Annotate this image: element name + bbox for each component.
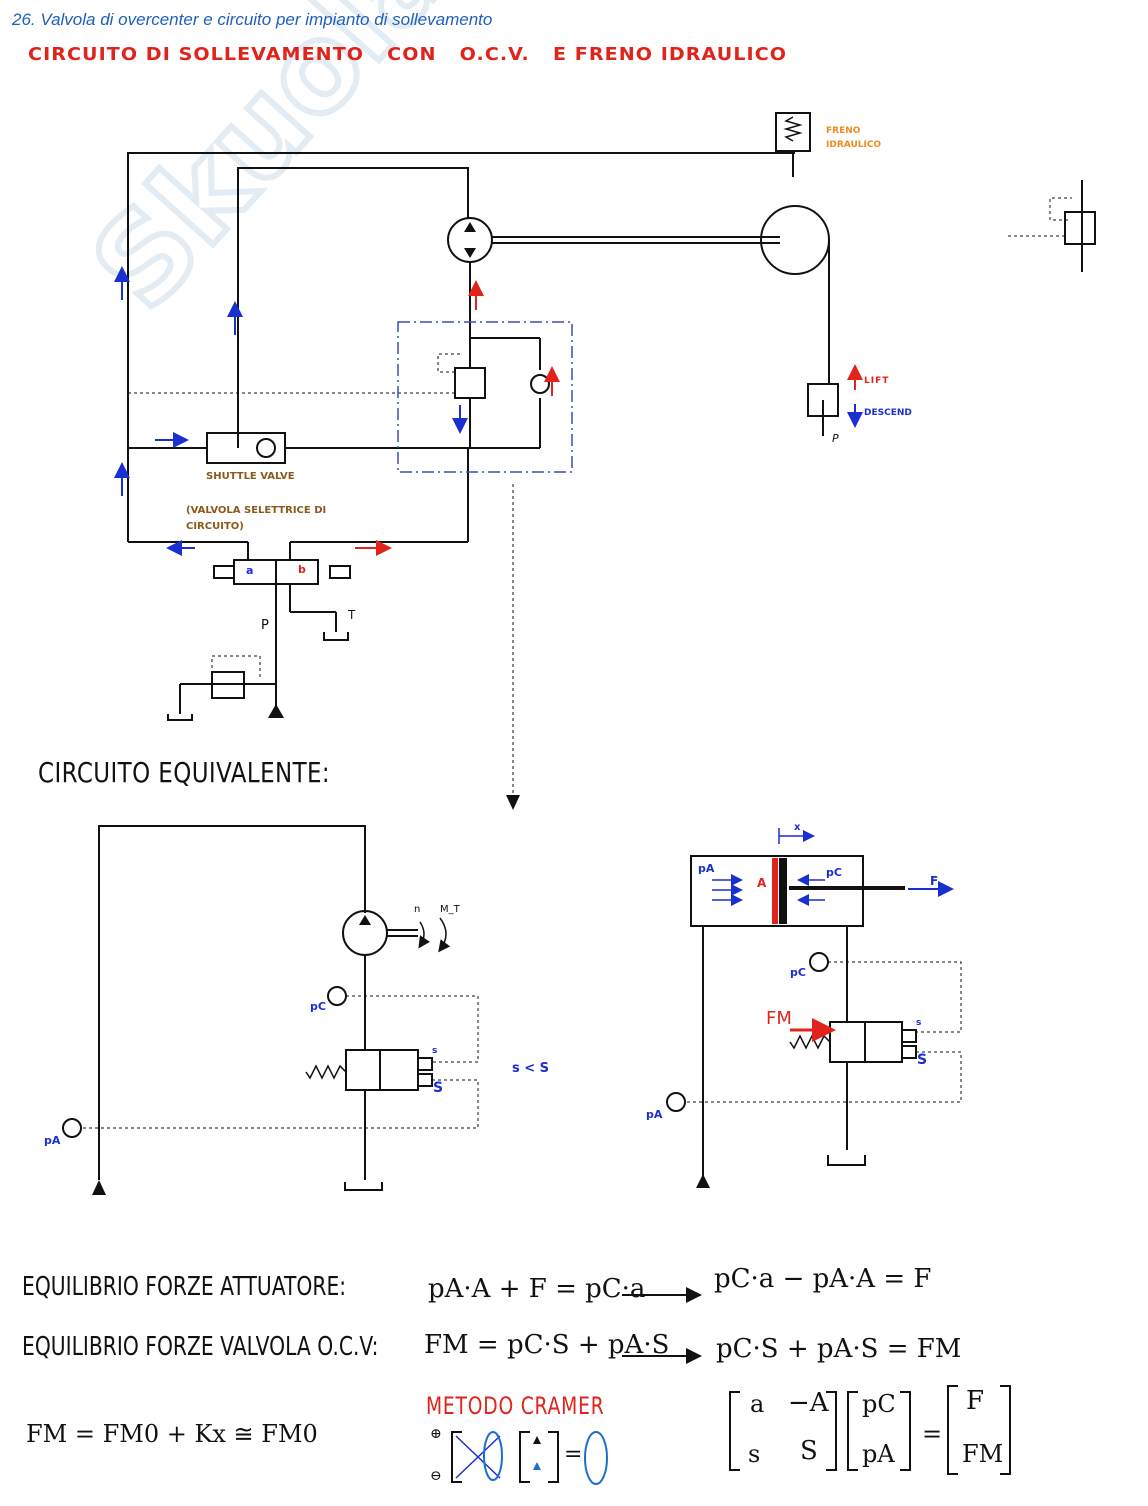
f-force-label: F <box>930 874 939 888</box>
eq1: pA·A + F = pC·a <box>428 1274 646 1304</box>
s-lt-S-label: s < S <box>512 1061 550 1076</box>
equals-sign: = <box>922 1420 943 1448</box>
matrix-a-21: s <box>748 1440 761 1468</box>
pa-gauge-label-right: pA <box>646 1108 663 1121</box>
shuttle-label: SHUTTLE VALVE <box>206 471 295 482</box>
selettrice-label: (VALVOLA SELETTRICE DI CIRCUITO) <box>186 505 327 532</box>
eq2-result: pC·S + pA·S = FM <box>716 1334 962 1364</box>
pc-gauge-label-right: pC <box>790 966 806 979</box>
page-title: 26. Valvola di overcenter e circuito per… <box>12 10 493 29</box>
matrix-a-11: a <box>750 1390 765 1418</box>
pa-cylinder-label: pA <box>698 862 715 875</box>
a-cylinder-label: A <box>757 876 767 890</box>
port-t-label: T <box>348 608 356 622</box>
matrix-x-1: pC <box>862 1390 896 1418</box>
cramer-minus: ⊖ <box>430 1468 442 1484</box>
matrix-a-22: S <box>800 1436 818 1466</box>
eq2: FM = pC·S + pA·S <box>424 1330 670 1360</box>
cramer-equals: = <box>564 1442 583 1467</box>
s-big-left: S <box>433 1080 444 1096</box>
load-p-label: P <box>832 432 839 445</box>
equivalente-heading: CIRCUITO EQUIVALENTE: <box>38 756 331 789</box>
matrix-x-2: pA <box>862 1440 895 1468</box>
port-b-label: b <box>298 563 306 576</box>
fm-force-label: FM <box>766 1008 792 1029</box>
matrix-a-12: −A <box>788 1388 829 1418</box>
fm-approx: FM = FM0 + Kx ≅ FM0 <box>26 1420 318 1448</box>
eq2-label: EQUILIBRIO FORZE VALVOLA O.C.V: <box>22 1332 379 1362</box>
n-label: n <box>414 904 421 915</box>
eq1-result: pC·a − pA·A = F <box>714 1264 932 1294</box>
port-a-label: a <box>246 564 254 577</box>
cramer-label: METODO CRAMER <box>426 1392 605 1420</box>
pa-gauge-label-left: pA <box>44 1134 61 1147</box>
descend-label: DESCEND <box>864 408 912 418</box>
s-big-right: S <box>917 1052 928 1068</box>
lift-label: LIFT <box>864 376 890 386</box>
port-p-label: P <box>261 618 269 633</box>
s-small-left: s <box>432 1046 438 1056</box>
matrix-b-2: FM <box>962 1440 1004 1468</box>
x-label: x <box>794 822 801 833</box>
pc-cylinder-label: pC <box>826 866 842 879</box>
s-small-right: s <box>916 1018 922 1028</box>
eq1-label: EQUILIBRIO FORZE ATTUATORE: <box>22 1272 347 1302</box>
freno-label: FRENO IDRAULICO <box>826 126 882 150</box>
mt-label: M_T <box>440 904 460 915</box>
ocv-box <box>397 321 573 473</box>
page-subtitle: CIRCUITO DI SOLLEVAMENTO CON O.C.V. E FR… <box>28 44 788 65</box>
pc-gauge-label-left: pC <box>310 1000 326 1013</box>
cramer-plus: ⊕ <box>430 1426 442 1442</box>
matrix-b-1: F <box>966 1386 985 1416</box>
